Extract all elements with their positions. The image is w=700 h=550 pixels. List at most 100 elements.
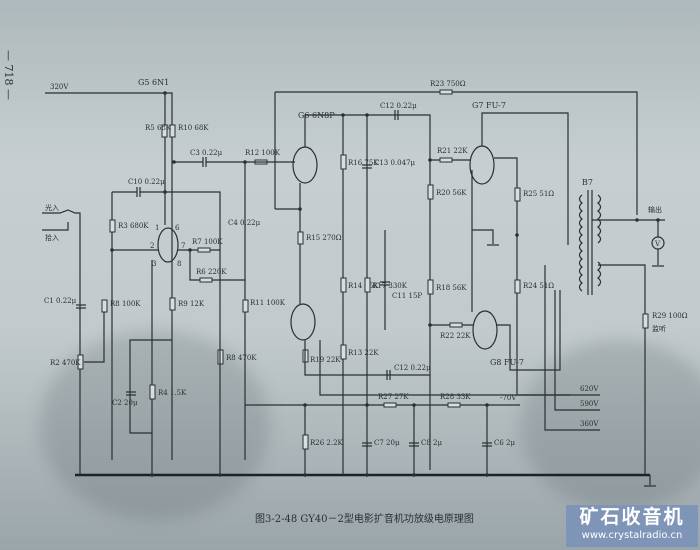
- hand-shadow: [520, 340, 700, 510]
- component-label: C8 2μ: [421, 439, 442, 447]
- component-label: R12 100K: [245, 149, 281, 157]
- component-label: C1 0.22μ: [44, 297, 77, 305]
- component-label: R24 51Ω: [523, 282, 554, 290]
- b320-rail: [45, 92, 173, 460]
- component-label: R18 56K: [436, 284, 467, 292]
- component-label: R21 22K: [437, 147, 468, 155]
- component-label: 8: [177, 260, 181, 268]
- resistor-r22: [449, 322, 463, 328]
- junction-dot: [243, 160, 247, 164]
- wire: [544, 265, 600, 431]
- resistor-r17: [364, 277, 371, 293]
- component-label: C6 2μ: [494, 439, 515, 447]
- wire: [597, 261, 602, 287]
- junction-dot: [298, 207, 302, 211]
- label-g5: G5 6N1: [138, 78, 169, 87]
- junction-dot: [635, 218, 639, 222]
- component-label: 2: [150, 242, 154, 250]
- resistor-r9: [169, 297, 176, 311]
- resistor-r13: [340, 344, 347, 360]
- component-label: B7: [582, 178, 593, 187]
- component-label: 360V: [580, 420, 599, 428]
- component-label: R9 12K: [178, 300, 205, 308]
- watermark-url: www.crystalradio.cn: [581, 530, 683, 541]
- resistor-r14: [340, 277, 347, 293]
- page-number: — 718 —: [2, 50, 15, 100]
- component-label: 3: [152, 260, 156, 268]
- component-label: R4 1.5K: [158, 389, 187, 397]
- component-label: R28 33K: [440, 393, 471, 401]
- wire: [129, 339, 172, 434]
- wire: [319, 340, 600, 396]
- component-label: R17 330K: [372, 282, 408, 290]
- component-label: R22 22K: [440, 332, 471, 340]
- component-label: R27 27K: [378, 393, 409, 401]
- wire: [472, 229, 494, 244]
- watermark-title: 矿石收音机: [579, 506, 685, 528]
- wire: [481, 112, 569, 245]
- junction-dot: [365, 403, 369, 407]
- junction-dot: [428, 158, 432, 162]
- input-light-label: 光入: [45, 203, 59, 212]
- junction-dot: [110, 248, 114, 252]
- wire: [304, 340, 430, 376]
- junction-dot: [172, 160, 176, 164]
- component-label: R2 470K: [50, 359, 81, 367]
- junction-dot: [163, 91, 167, 95]
- potentiometer-r29: [642, 313, 649, 329]
- wire: [578, 194, 583, 292]
- neg70-label: -70V: [500, 394, 517, 402]
- junction-dot: [150, 473, 154, 477]
- resistor-r21: [439, 157, 453, 163]
- component-label: C13 0.047μ: [374, 159, 416, 167]
- component-label: R26 2.2K: [310, 439, 344, 447]
- component-label: R25 51Ω: [523, 190, 554, 198]
- component-label: R16 75K: [348, 159, 379, 167]
- resistor-r24: [514, 279, 521, 294]
- tube-g6-upper: [292, 146, 318, 184]
- component-label: 监听: [652, 324, 666, 333]
- resistor-r18: [427, 279, 434, 295]
- resistor-r23: [439, 89, 453, 95]
- tube-g7: [469, 145, 495, 185]
- junction-dot: [341, 113, 345, 117]
- tube-g8: [472, 310, 498, 350]
- resistor-r28: [447, 402, 461, 408]
- component-label: R7 100K: [192, 238, 223, 246]
- wire: [206, 161, 246, 460]
- resistor-r11: [242, 299, 249, 313]
- output-label: 输出: [648, 205, 662, 214]
- junction-dot: [428, 323, 432, 327]
- junction-dot: [188, 248, 192, 252]
- tube-g6-lower: [290, 303, 316, 341]
- label-g7: G7 FU-7: [472, 101, 506, 110]
- component-label: R14 75K: [348, 282, 379, 290]
- junction-dot: [303, 403, 307, 407]
- resistor-r16: [340, 154, 347, 170]
- resistor-r10: [169, 124, 176, 138]
- junction-dot: [303, 473, 307, 477]
- component-label: R5 68K: [145, 124, 172, 132]
- component-label: 7: [181, 242, 185, 250]
- junction-dot: [365, 113, 369, 117]
- component-label: R20 56K: [436, 189, 467, 197]
- wire: [598, 264, 646, 475]
- component-label: C12 0.22μ: [380, 102, 417, 110]
- wire: [42, 209, 81, 310]
- figure-caption: 图3-2-48 GY40－2型电影扩音机功放级电原理图: [255, 514, 474, 525]
- component-label: R3 680K: [118, 222, 149, 230]
- component-label: R29 100Ω: [652, 312, 688, 320]
- resistor-r15: [297, 231, 304, 245]
- component-label: R6 220K: [196, 268, 227, 276]
- junction-dot: [485, 473, 489, 477]
- input-mic-label: 拾入: [45, 233, 59, 242]
- component-label: R8 470K: [226, 354, 257, 362]
- resistor-r6: [199, 277, 213, 283]
- junction-dot: [485, 403, 489, 407]
- junction-dot: [656, 218, 660, 222]
- component-label: R8 100K: [110, 300, 141, 308]
- component-label: R19 22K: [310, 356, 341, 364]
- b320-label: 320V: [50, 83, 69, 91]
